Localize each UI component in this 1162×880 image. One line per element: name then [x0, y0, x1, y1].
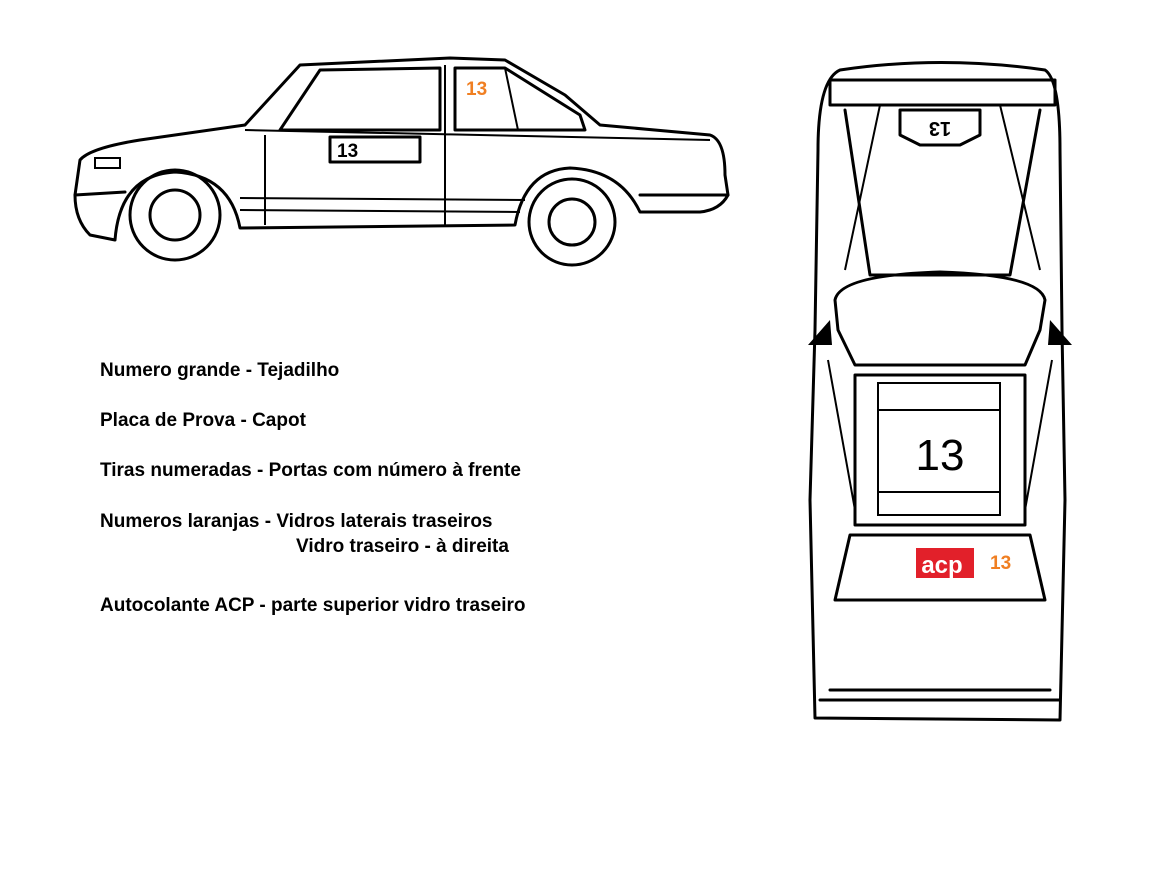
- rear-window-number: 13: [990, 553, 1011, 574]
- side-rear-window-number: 13: [466, 79, 487, 100]
- legend-item: Numeros laranjas - Vidros laterais trase…: [100, 511, 493, 532]
- roof-number: 13: [916, 431, 965, 480]
- door-number: 13: [337, 141, 358, 162]
- legend-item: Tiras numeradas - Portas com número à fr…: [100, 460, 521, 481]
- acp-sticker-text: acp: [921, 552, 962, 579]
- legend-item: Numero grande - Tejadilho: [100, 360, 340, 381]
- side-view-car: [73, 56, 730, 267]
- legend-item: Placa de Prova - Capot: [100, 410, 306, 431]
- front-plate-number: 13: [929, 117, 951, 139]
- top-view-car: [808, 61, 1072, 722]
- legend-item: Vidro traseiro - à direita: [296, 536, 509, 557]
- legend-item: Autocolante ACP - parte superior vidro t…: [100, 595, 526, 616]
- acp-sticker: [916, 548, 974, 578]
